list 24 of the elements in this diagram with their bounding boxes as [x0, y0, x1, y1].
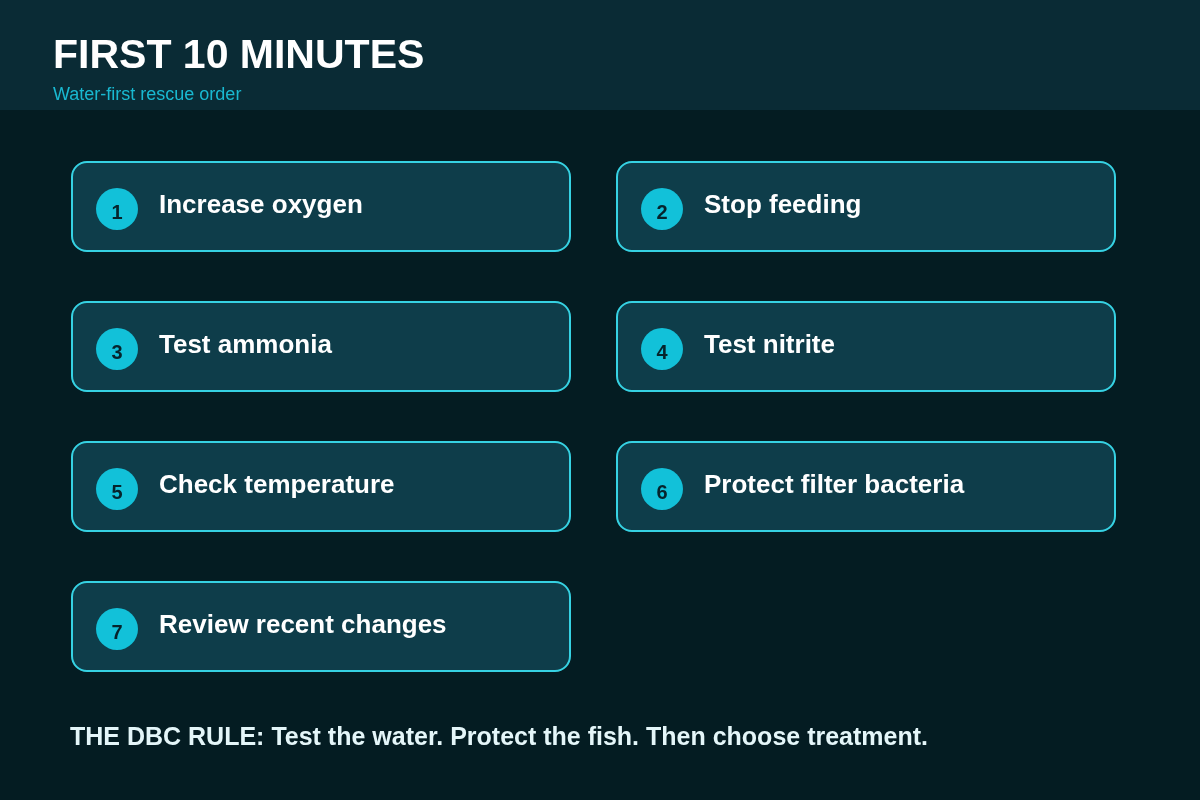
step-label: Protect filter bacteria	[704, 468, 966, 500]
step-number: 2	[641, 188, 683, 230]
step-label: Check temperature	[159, 468, 396, 500]
step-label: Test nitrite	[704, 328, 836, 360]
step-card	[616, 441, 1116, 532]
step-number: 3	[96, 328, 138, 370]
step-label: Increase oxygen	[159, 188, 364, 220]
title: FIRST 10 MINUTES	[53, 30, 425, 78]
subtitle: Water-first rescue order	[53, 83, 242, 105]
step-card	[616, 161, 1116, 252]
step-card	[71, 441, 571, 532]
step-number: 6	[641, 468, 683, 510]
step-number: 5	[96, 468, 138, 510]
step-card	[71, 581, 571, 672]
step-card	[616, 301, 1116, 392]
step-label: Stop feeding	[704, 188, 863, 220]
step-label: Review recent changes	[159, 608, 448, 640]
step-number: 7	[96, 608, 138, 650]
rule-note: THE DBC RULE: Test the water. Protect the fish. Then choose treatment.	[70, 721, 928, 752]
step-number: 4	[641, 328, 683, 370]
step-label: Test ammonia	[159, 328, 333, 360]
step-number: 1	[96, 188, 138, 230]
step-card	[71, 161, 571, 252]
step-card	[71, 301, 571, 392]
